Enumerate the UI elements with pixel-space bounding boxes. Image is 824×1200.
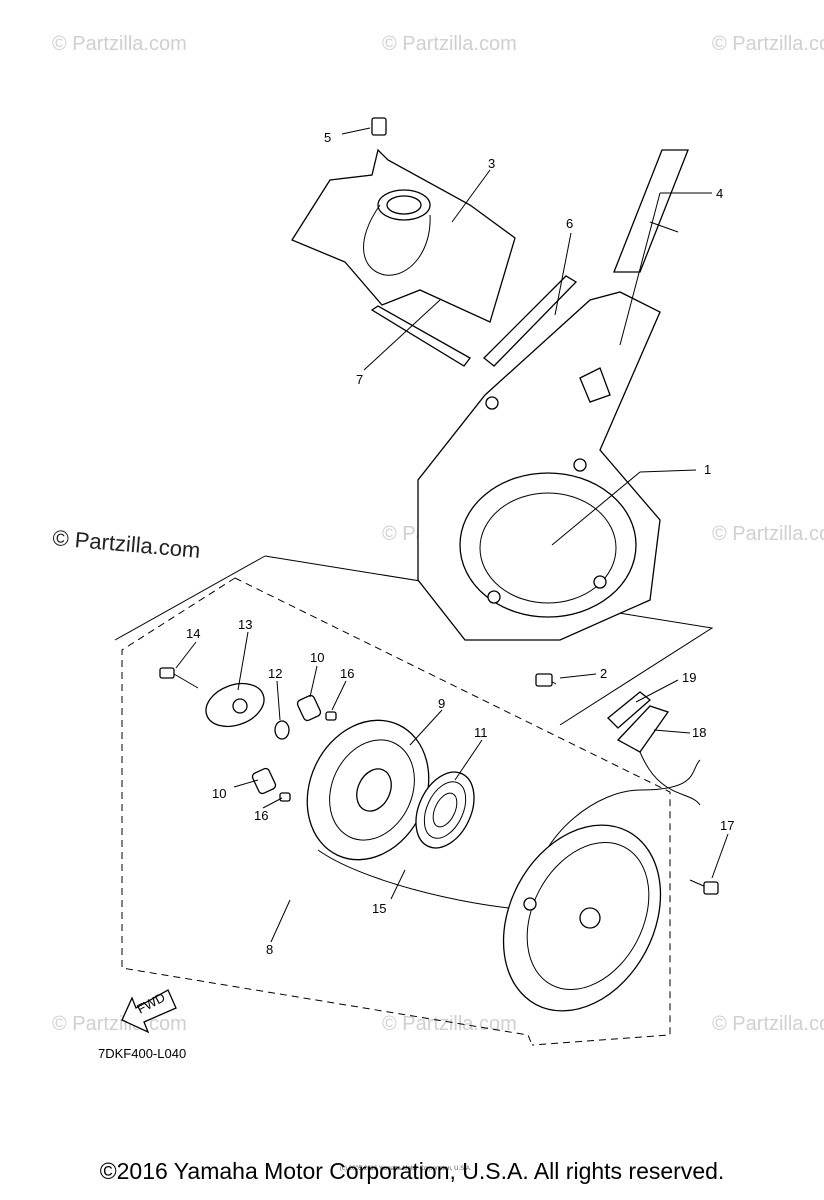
- callout-4: 4: [716, 186, 723, 201]
- part-19-handle-plate: [607, 691, 652, 729]
- diagram-code: 7DKF400-L040: [98, 1046, 186, 1061]
- callout-19: 19: [682, 670, 696, 685]
- callout-labels: 1 2 3 4 5 6 7 8 9 10 10 11 12 13 14 15 1…: [186, 130, 734, 957]
- part-6-seal: [483, 275, 578, 367]
- callout-16-upper: 16: [340, 666, 354, 681]
- part-2-bolt: [535, 673, 557, 687]
- callout-8: 8: [266, 942, 273, 957]
- callout-18: 18: [692, 725, 706, 740]
- callout-10-lower: 10: [212, 786, 226, 801]
- small-notice: (c) 2005-2016 Yamaha Motor Corporation, …: [340, 1166, 472, 1172]
- callout-17: 17: [720, 818, 734, 833]
- callout-2: 2: [600, 666, 607, 681]
- callout-9: 9: [438, 696, 445, 711]
- callout-6: 6: [566, 216, 573, 231]
- part-12-ring: [274, 720, 290, 740]
- callout-1: 1: [704, 462, 711, 477]
- callout-13: 13: [238, 617, 252, 632]
- callout-14: 14: [186, 626, 200, 641]
- part-5-clip: [371, 117, 387, 136]
- watermark-main: © Partzilla.com: [52, 525, 202, 563]
- watermark-bottom-right: © Partzilla.com: [712, 1013, 824, 1035]
- part-16-spring-upper: [325, 711, 337, 721]
- callout-10-upper: 10: [310, 650, 324, 665]
- callout-16-lower: 16: [254, 808, 268, 823]
- watermark-top-center: © Partzilla.com: [382, 33, 517, 55]
- fwd-arrow-icon: FWD: [121, 989, 177, 1034]
- starter-housing: [502, 824, 662, 1012]
- callout-12: 12: [268, 666, 282, 681]
- callout-11: 11: [474, 725, 488, 740]
- watermark-bottom-center: © Partzilla.com: [382, 1013, 517, 1035]
- part-14-bolt: [159, 667, 199, 689]
- part-9-pulley: [306, 719, 430, 861]
- assembly-8-boundary: [114, 555, 714, 1046]
- leader-lines: [175, 127, 729, 943]
- callout-15: 15: [372, 901, 386, 916]
- footer-copyright: ©2016 Yamaha Motor Corporation, U.S.A. A…: [99, 1158, 725, 1184]
- part-10-ratchet-lower: [251, 767, 277, 795]
- watermark-top-right: © Partzilla.com: [712, 33, 824, 55]
- callout-7: 7: [356, 372, 363, 387]
- part-10-ratchet-upper: [296, 694, 322, 722]
- part-1-fan-shroud: [417, 291, 661, 641]
- part-11-spring: [415, 771, 475, 849]
- part-16-spring-lower: [279, 792, 291, 802]
- part-18-handle-grip: [616, 705, 701, 806]
- callout-5: 5: [324, 130, 331, 145]
- watermark-top-left: © Partzilla.com: [52, 33, 187, 55]
- part-13-plate: [205, 682, 265, 728]
- watermark-mid-right: © Partzilla.com: [712, 523, 824, 545]
- part-7-rod: [370, 305, 471, 367]
- watermark-bottom-left: © Partzilla.com: [52, 1013, 187, 1035]
- part-4-strip: [613, 149, 689, 273]
- callout-3: 3: [488, 156, 495, 171]
- part-17-bolt: [689, 879, 719, 895]
- part-3-upper-cover: [291, 148, 516, 323]
